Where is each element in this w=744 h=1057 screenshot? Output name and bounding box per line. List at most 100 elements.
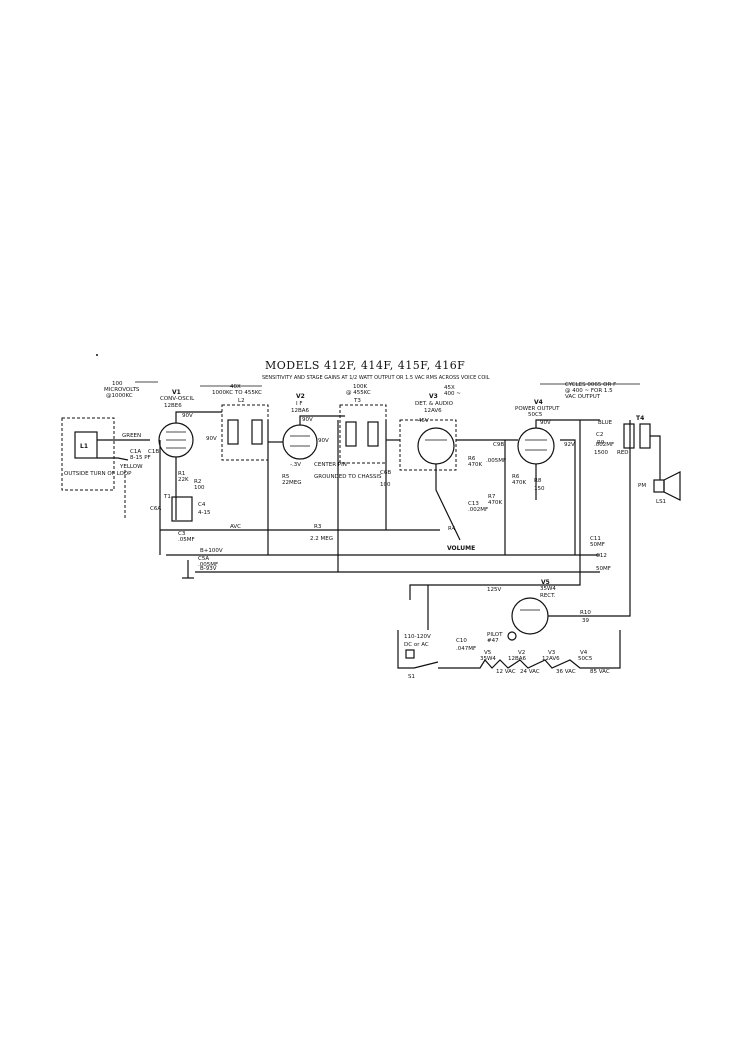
range-label: 1000KC TO 455KC (212, 390, 262, 396)
v4-plate-voltage: 90V (540, 420, 551, 426)
v1-heater-vac: 36 VAC (556, 669, 576, 675)
l2-can (221, 404, 269, 461)
r5-label: R5 (282, 474, 290, 480)
v3-type: DET. & AUDIO (415, 401, 454, 407)
v5-output-wire (548, 420, 631, 617)
v4-heater-label: V4 (580, 650, 588, 656)
sens-freq: @1000KC (106, 393, 133, 399)
gain-45x: 45X (444, 385, 455, 391)
v2-type: I F (296, 401, 303, 407)
speaker-magnet (653, 479, 665, 493)
power-plug (405, 649, 415, 659)
c4-label: C4 (198, 502, 206, 508)
l2-label: L2 (238, 398, 245, 404)
v2-tube (282, 424, 318, 460)
yellow-wire: YELLOW (119, 464, 143, 470)
v5-heater-part: 35W4 (480, 656, 496, 662)
v3-box (399, 419, 457, 471)
loop-antenna-box (61, 417, 115, 491)
pilot-type: #47 (487, 638, 499, 644)
r10-value: 39 (582, 618, 589, 624)
v5-part: 35W4 (540, 586, 556, 592)
v2-heater-label: V2 (518, 650, 525, 656)
c11-label: C11 (590, 536, 601, 542)
r9-label: R9 (597, 440, 605, 446)
power-input-label: 110-120V (404, 634, 431, 640)
c3-value: .05MF (178, 537, 195, 543)
c1a-label: C1A (130, 449, 141, 455)
v3-plate-voltage: 45V (418, 418, 429, 424)
c9b-label: C9B (493, 442, 504, 448)
r5-value: 22MEG (282, 480, 301, 486)
v4-heater-vac: 85 VAC (590, 669, 610, 675)
b-minus-label: B-93V (200, 566, 217, 572)
green-wire: GREEN (122, 433, 141, 439)
c5a-label: C5A (198, 556, 209, 562)
power-line-1 (397, 630, 414, 669)
outside-loop-label: OUTSIDE TURN OF LOOP (64, 471, 132, 477)
t4-label: T4 (636, 415, 644, 422)
r3-value: 2.2 MEG (310, 536, 333, 542)
v1-screen-voltage: 90V (206, 436, 217, 442)
s1-label: S1 (408, 674, 415, 680)
t1-label: T1 (163, 494, 171, 500)
cycles-note-1: CYCLES 0065 OR F (565, 382, 616, 388)
c1b-label: C1B (148, 449, 159, 455)
r9-value: 1500 (594, 450, 608, 456)
r6-label: R7 (488, 494, 496, 500)
v4-part: 50C5 (528, 412, 543, 418)
v2-plate-voltage: 90V (302, 417, 313, 423)
c12-label: C12 (596, 553, 607, 559)
ls1-label: LS1 (656, 499, 666, 505)
v1-part: 12BE6 (164, 403, 182, 409)
v2-screen-voltage: 90V (318, 438, 329, 444)
b-plus-label: B+100V (200, 548, 223, 554)
c13-value: .002MF (468, 507, 488, 513)
at-455kc: @ 455KC (346, 390, 371, 396)
v2-plate-wire (299, 415, 345, 425)
r3-label: R3 (314, 524, 322, 530)
v4-tube (517, 427, 555, 465)
schematic-subtitle: SENSITIVITY AND STAGE GAINS AT 1/2 WATT … (262, 375, 490, 381)
pilot-label: PILOT (487, 632, 503, 638)
v1-plate-wire (175, 411, 222, 423)
volume-label: VOLUME (447, 545, 475, 552)
red-wire: RED (617, 450, 629, 456)
v4-plate-wire (535, 419, 600, 428)
center-pin-label: CENTER PIN (314, 462, 347, 468)
c10-value: .047MF (456, 646, 476, 652)
pm-label: PM (638, 483, 646, 489)
v3-heater-part: 12AV6 (542, 656, 560, 662)
v2-part: 12BA6 (291, 408, 310, 414)
cycles-note-2: @ 400 ~ FOR 1.5 (565, 388, 613, 394)
v1-label: V1 (172, 389, 181, 396)
avc-label: AVC (230, 524, 241, 530)
c6a-label: C6A (150, 506, 161, 512)
v5-label: V5 (541, 579, 550, 586)
c9b-value: .005MF (486, 458, 506, 464)
grounded-label: GROUNDED TO CHASSIS (314, 474, 382, 480)
gain-400: 400 ~ (444, 391, 461, 397)
blue-wire: BLUE (598, 420, 613, 426)
r2-label: R2 (194, 479, 201, 485)
b-plus-feed (409, 420, 581, 600)
t4-primary (623, 423, 635, 449)
l1-coil (74, 431, 98, 459)
sens-value: 100 (112, 381, 123, 387)
c13-label: C13 (468, 501, 479, 507)
r1-value: 22K (178, 477, 189, 483)
c2-value: .002MF (594, 442, 614, 448)
v3-cathode-wire (435, 464, 461, 541)
v4-heater-part: 50C5 (578, 656, 593, 662)
v4-label: V4 (534, 399, 543, 406)
l1-label: L1 (80, 443, 88, 450)
v3-label: V3 (429, 393, 438, 400)
v3-tube (417, 427, 455, 465)
r10-label: R10 (580, 610, 591, 616)
r8-value: 150 (534, 486, 545, 492)
v5-type: RECT. (540, 593, 556, 599)
v5-output-voltage: 125V (487, 587, 501, 593)
r9-side-value: 470K (468, 462, 482, 468)
